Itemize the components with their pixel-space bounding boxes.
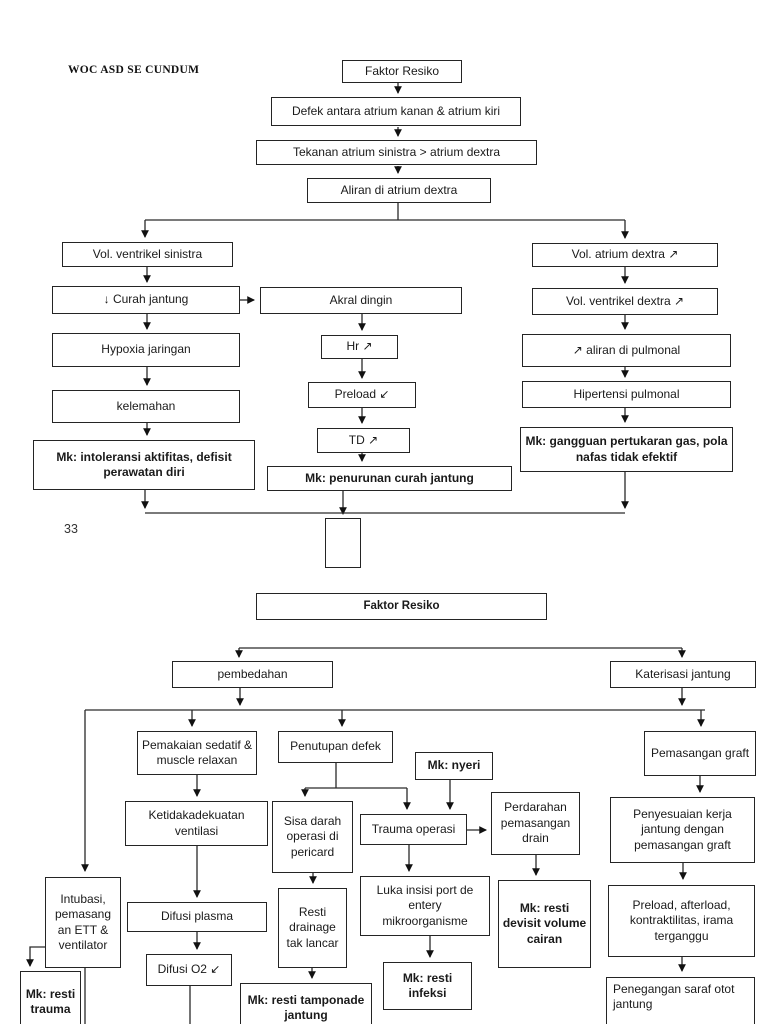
node-perdarahan: Perdarahan pemasangan drain (491, 792, 580, 855)
node-vol-atrium-dextra: Vol. atrium dextra ↗ (532, 243, 718, 267)
empty-box (325, 518, 361, 568)
node-pemasangan-graft: Pemasangan graft (644, 731, 756, 776)
node-pemakaian-sedatif: Pemakaian sedatif & muscle relaxan (137, 731, 257, 775)
node-preload-afterload: Preload, afterload, kontraktilitas, iram… (608, 885, 755, 957)
node-mk-intoleransi: Mk: intoleransi aktifitas, defisit peraw… (33, 440, 255, 490)
node-mk-trauma: Mk: resti trauma (20, 971, 81, 1024)
node-penutupan-defek: Penutupan defek (278, 731, 393, 763)
node-luka-insisi: Luka insisi port de entery mikroorganism… (360, 876, 490, 936)
node-hipertensi-pulmonal: Hipertensi pulmonal (522, 381, 731, 408)
node-defek: Defek antara atrium kanan & atrium kiri (271, 97, 521, 126)
node-penegangan: Penegangan saraf otot jantung (606, 977, 755, 1024)
node-tekanan: Tekanan atrium sinistra > atrium dextra (256, 140, 537, 165)
node-faktor-resiko-1: Faktor Resiko (342, 60, 462, 83)
node-difusi-o2: Difusi O2 ↙ (146, 954, 232, 986)
node-mk-tamponade: Mk: resti tamponade jantung (240, 983, 372, 1024)
node-hr: Hr ↗ (321, 335, 398, 359)
node-intubasi: Intubasi, pemasang an ETT & ventilator (45, 877, 121, 968)
node-penyesuaian: Penyesuaian kerja jantung dengan pemasan… (610, 797, 755, 863)
node-resti-drainage: Resti drainage tak lancar (278, 888, 347, 968)
node-mk-infeksi: Mk: resti infeksi (383, 962, 472, 1010)
node-akral-dingin: Akral dingin (260, 287, 462, 314)
node-faktor-resiko-2: Faktor Resiko (256, 593, 547, 620)
node-vol-ventrikel-dextra: Vol. ventrikel dextra ↗ (532, 288, 718, 315)
node-mk-nyeri: Mk: nyeri (415, 752, 493, 780)
node-mk-gangguan: Mk: gangguan pertukaran gas, pola nafas … (520, 427, 733, 472)
node-katerisasi: Katerisasi jantung (610, 661, 756, 688)
node-aliran: Aliran di atrium dextra (307, 178, 491, 203)
node-curah-jantung: ↓ Curah jantung (52, 286, 240, 314)
node-pembedahan: pembedahan (172, 661, 333, 688)
node-mk-penurunan: Mk: penurunan curah jantung (267, 466, 512, 491)
node-ketidakadekuatan: Ketidakadekuatan ventilasi (125, 801, 268, 846)
node-difusi-plasma: Difusi plasma (127, 902, 267, 932)
node-aliran-pulmonal: ↗ aliran di pulmonal (522, 334, 731, 367)
node-vol-ventrikel-sinistra: Vol. ventrikel sinistra (62, 242, 233, 267)
page-number: 33 (64, 522, 78, 536)
node-td: TD ↗ (317, 428, 410, 453)
node-hypoxia: Hypoxia jaringan (52, 333, 240, 367)
node-mk-devisit: Mk: resti devisit volume cairan (498, 880, 591, 968)
page-title: WOC ASD SE CUNDUM (68, 64, 200, 76)
node-preload: Preload ↙ (308, 382, 416, 408)
node-trauma-operasi: Trauma operasi (360, 814, 467, 845)
node-sisa-darah: Sisa darah operasi di pericard (272, 801, 353, 873)
node-kelemahan: kelemahan (52, 390, 240, 423)
